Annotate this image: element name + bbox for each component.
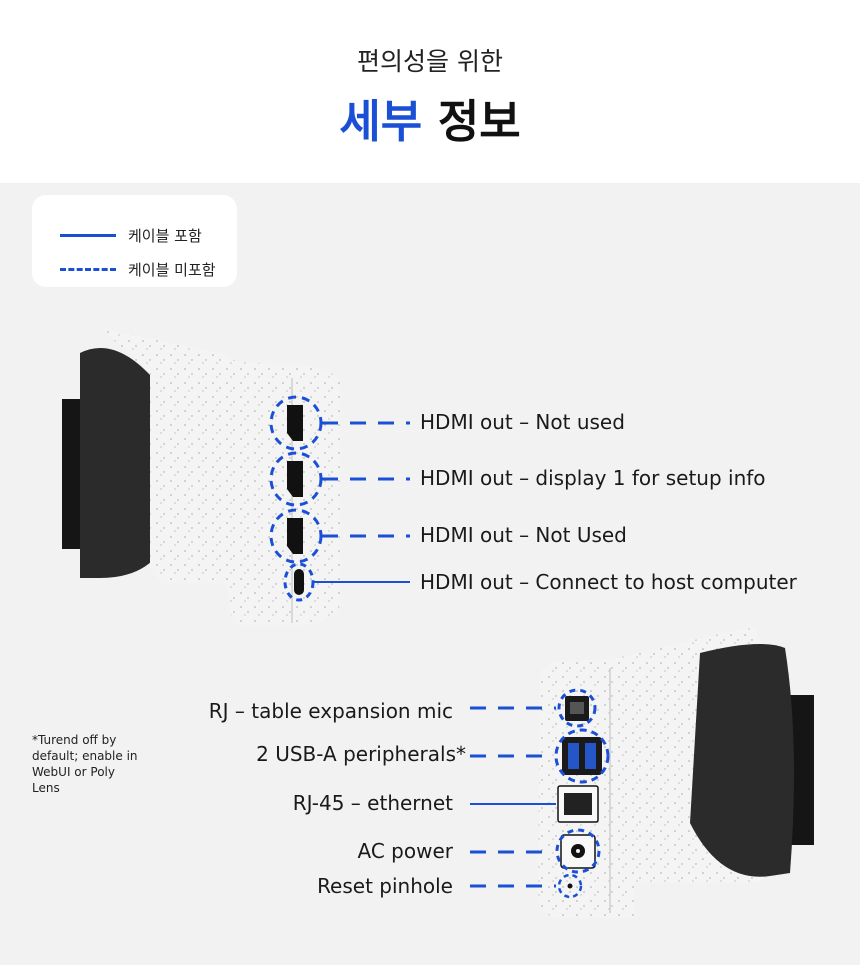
port-highlight-dashed bbox=[557, 873, 583, 899]
legend-dashed-label: 케이블 미포함 bbox=[128, 260, 216, 279]
usb-c-port bbox=[283, 562, 315, 602]
details-panel: 케이블 포함 케이블 미포함 bbox=[0, 183, 860, 965]
rj45-port bbox=[557, 785, 599, 823]
port-label-hdmi-2: HDMI out – display 1 for setup info bbox=[420, 466, 766, 490]
top-device bbox=[62, 329, 410, 625]
title-rest: 정보 bbox=[437, 95, 521, 148]
port-highlight-dashed bbox=[269, 508, 323, 564]
usb-a-ports bbox=[554, 728, 610, 784]
port-highlight-dashed bbox=[283, 562, 315, 602]
port-label-rj45: RJ-45 – ethernet bbox=[292, 791, 453, 815]
port-label-ac-power: AC power bbox=[357, 839, 453, 863]
lens-barrel bbox=[790, 695, 814, 845]
port-highlight-dashed bbox=[269, 451, 323, 507]
legend-item-dashed: 케이블 미포함 bbox=[60, 259, 216, 279]
reset-pinhole bbox=[557, 873, 583, 899]
port-highlight-dashed bbox=[269, 395, 323, 451]
privacy-hood bbox=[690, 644, 794, 877]
hdmi-port-2 bbox=[269, 451, 323, 507]
solid-line-icon bbox=[60, 233, 116, 237]
port-label-rj-mic: RJ – table expansion mic bbox=[208, 699, 453, 723]
port-label-hdmi-host: HDMI out – Connect to host computer bbox=[420, 570, 797, 594]
title-accent: 세부 bbox=[339, 95, 423, 148]
hdmi-port-3 bbox=[269, 508, 323, 564]
legend-item-solid: 케이블 포함 bbox=[60, 225, 202, 245]
port-label-hdmi-3: HDMI out – Not Used bbox=[420, 523, 627, 547]
device-illustrations bbox=[62, 329, 814, 918]
port-label-usb-a: 2 USB-A peripherals* bbox=[256, 742, 466, 766]
bottom-device bbox=[470, 626, 814, 918]
dashed-line-icon bbox=[60, 267, 116, 271]
port-label-reset: Reset pinhole bbox=[317, 874, 453, 898]
footnote: *Turend off by default; enable in WebUI … bbox=[32, 733, 138, 795]
page-header: 편의성을 위한 세부 정보 bbox=[0, 0, 860, 183]
hdmi-port-1 bbox=[269, 395, 323, 451]
ac-power-port bbox=[555, 828, 601, 874]
legend-solid-label: 케이블 포함 bbox=[128, 226, 202, 245]
page-subtitle: 편의성을 위한 bbox=[357, 47, 503, 76]
page-title: 세부 정보 bbox=[0, 85, 860, 150]
port-highlight-dashed bbox=[554, 728, 610, 784]
legend: 케이블 포함 케이블 미포함 bbox=[32, 195, 237, 287]
rj-mic-port bbox=[557, 688, 597, 728]
port-highlight-dashed bbox=[555, 828, 601, 874]
port-highlight-dashed bbox=[557, 688, 597, 728]
port-label-hdmi-1: HDMI out – Not used bbox=[420, 410, 625, 434]
